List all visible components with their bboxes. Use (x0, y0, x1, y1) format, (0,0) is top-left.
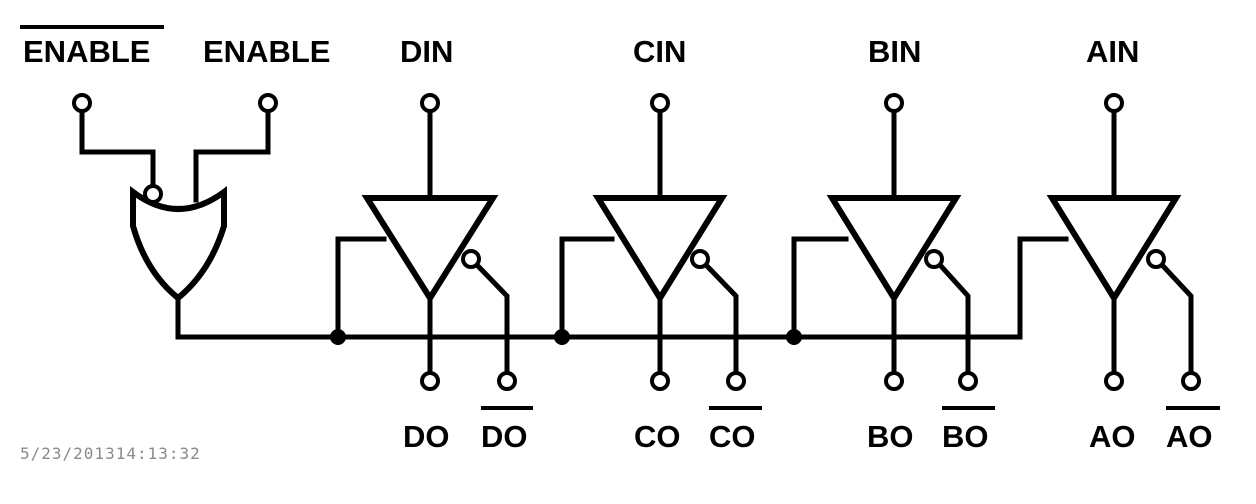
buffer-b (791, 109, 971, 375)
bo-bar-label: BO (942, 419, 989, 454)
bin-input-pin (884, 93, 904, 113)
bo-output-pin (884, 371, 904, 391)
co-bar-label: CO (709, 419, 756, 454)
or-gate (130, 185, 227, 302)
do-bar-label: DO (481, 419, 528, 454)
bo-label: BO (867, 419, 914, 454)
din-input-pin (420, 93, 440, 113)
buffer-d (335, 109, 510, 375)
enable-input-wiring (79, 109, 271, 203)
enable-bus (175, 295, 1023, 340)
bin-label: BIN (868, 34, 921, 69)
ain-label: AIN (1086, 34, 1139, 69)
co-label: CO (634, 419, 681, 454)
ao-label: AO (1089, 419, 1136, 454)
or-gate-inversion-bubble (143, 184, 163, 204)
enable-bar-label: ENABLE (23, 34, 150, 69)
do-label: DO (403, 419, 450, 454)
cin-label: CIN (633, 34, 686, 69)
cin-input-pin (650, 93, 670, 113)
din-label: DIN (400, 34, 453, 69)
do-output-pin (420, 371, 440, 391)
enable-input-pin (258, 93, 278, 113)
bo-bar-output-pin (958, 371, 978, 391)
enable-bar-input-pin (72, 93, 92, 113)
buffer-c (559, 109, 739, 375)
buffer-a (1017, 109, 1194, 375)
co-output-pin (650, 371, 670, 391)
ain-input-pin (1104, 93, 1124, 113)
do-bar-output-pin (497, 371, 517, 391)
ao-output-pin (1104, 371, 1124, 391)
timestamp: 5/23/201314:13:32 (20, 444, 201, 463)
ao-bar-output-pin (1181, 371, 1201, 391)
enable-label: ENABLE (203, 34, 330, 69)
ao-bar-label: AO (1166, 419, 1213, 454)
co-bar-output-pin (726, 371, 746, 391)
